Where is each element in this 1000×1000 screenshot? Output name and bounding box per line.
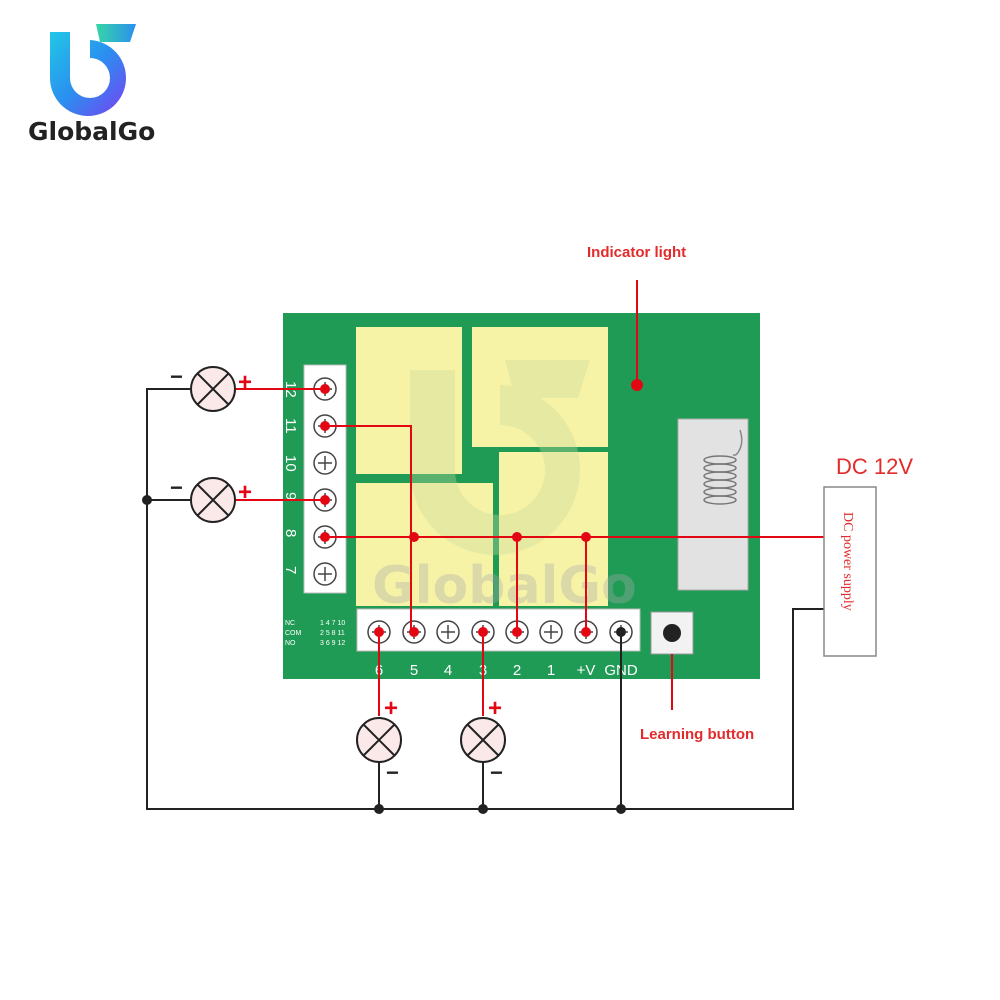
watermark: GlobalGo: [372, 360, 637, 616]
bottom-terminal-number: 2: [513, 662, 521, 679]
plus-sign: +: [238, 479, 252, 506]
red-connection-dot: [581, 627, 591, 637]
minus-sign: −: [170, 475, 183, 500]
side-screw-terminal: [313, 562, 337, 586]
relay-pin-table: NC 1 4 7 10 COM 2 5 8 11 NO 3 6 9 12: [285, 620, 345, 647]
relay-3: [356, 483, 493, 606]
relay-1: [356, 327, 462, 474]
com-label: COM: [285, 630, 302, 637]
learning-button: [650, 611, 694, 655]
minus-sign: −: [490, 760, 503, 785]
red-connection-dot: [320, 532, 330, 542]
red-connection-dot: [320, 495, 330, 505]
red-connection-dot: [374, 627, 384, 637]
antenna-module: [677, 418, 749, 591]
no-label: NO: [285, 640, 296, 647]
side-terminal-number: 10: [282, 455, 299, 472]
indicator-led: [631, 379, 643, 391]
gnd-connection-dot: [616, 627, 626, 637]
plus-sign: +: [384, 695, 398, 722]
brand-logo: GlobalGo: [28, 24, 155, 146]
dc-voltage-label: DC 12V: [836, 454, 913, 479]
relay-blocks: [356, 327, 608, 606]
side-terminal-number: 9: [282, 492, 299, 500]
bottom-terminal-number: 5: [410, 662, 418, 679]
red-wires: [236, 280, 824, 716]
brand-name: GlobalGo: [28, 117, 155, 146]
plus-sign: +: [488, 695, 502, 722]
learning-button-label: Learning button: [640, 726, 754, 743]
lamp-icon: [363, 724, 395, 756]
logo-mark-icon: [50, 32, 126, 116]
antenna-coil-icon: [703, 455, 737, 505]
lamp-4: [460, 717, 506, 763]
red-connection-dot: [320, 384, 330, 394]
dc-power-supply: DC power supply: [823, 486, 877, 657]
minus-sign: −: [386, 760, 399, 785]
indicator-light-label: Indicator light: [587, 244, 686, 261]
lamp-icon: [467, 724, 499, 756]
nc-pins: 1 4 7 10: [320, 620, 345, 627]
bottom-terminal-number: +V: [577, 662, 596, 679]
terminal-connection-dots: [320, 384, 626, 637]
polarity-signs: − + − + + − + −: [170, 364, 503, 785]
bottom-terminal-number: 1: [547, 662, 555, 679]
red-connection-dot: [320, 421, 330, 431]
watermark-text: GlobalGo: [372, 556, 637, 616]
lamp-1: [190, 366, 236, 412]
red-connection-dot: [409, 627, 419, 637]
plus-sign: +: [238, 369, 252, 396]
side-terminal-number: 11: [282, 418, 299, 434]
side-screw-terminal: [313, 451, 337, 475]
side-terminal-number: 7: [282, 566, 299, 574]
lamp-icon: [197, 373, 229, 405]
red-connection-dot: [478, 627, 488, 637]
logo-accent-icon: [96, 24, 136, 42]
lamp-2: [190, 477, 236, 523]
button-cap-icon: [663, 624, 681, 642]
bottom-screw-terminal: [539, 620, 563, 644]
lamp-3: [356, 717, 402, 763]
junction-dots: [142, 495, 626, 814]
red-wire-dots: [409, 532, 591, 542]
no-pins: 3 6 9 12: [320, 640, 345, 647]
dc-power-supply-label: DC power supply: [840, 512, 855, 611]
com-pins: 2 5 8 11: [320, 630, 345, 637]
black-wires: [146, 388, 824, 810]
nc-label: NC: [285, 620, 295, 627]
bottom-screw-terminal: [436, 620, 460, 644]
red-connection-dot: [512, 627, 522, 637]
logo-dot-icon: [83, 66, 107, 90]
watermark-logo-icon: [410, 370, 580, 555]
lamp-icon: [197, 484, 229, 516]
relay-2: [472, 327, 608, 447]
side-terminal-number: 8: [282, 529, 299, 537]
minus-sign: −: [170, 364, 183, 389]
bottom-terminal-number: 4: [444, 662, 452, 679]
